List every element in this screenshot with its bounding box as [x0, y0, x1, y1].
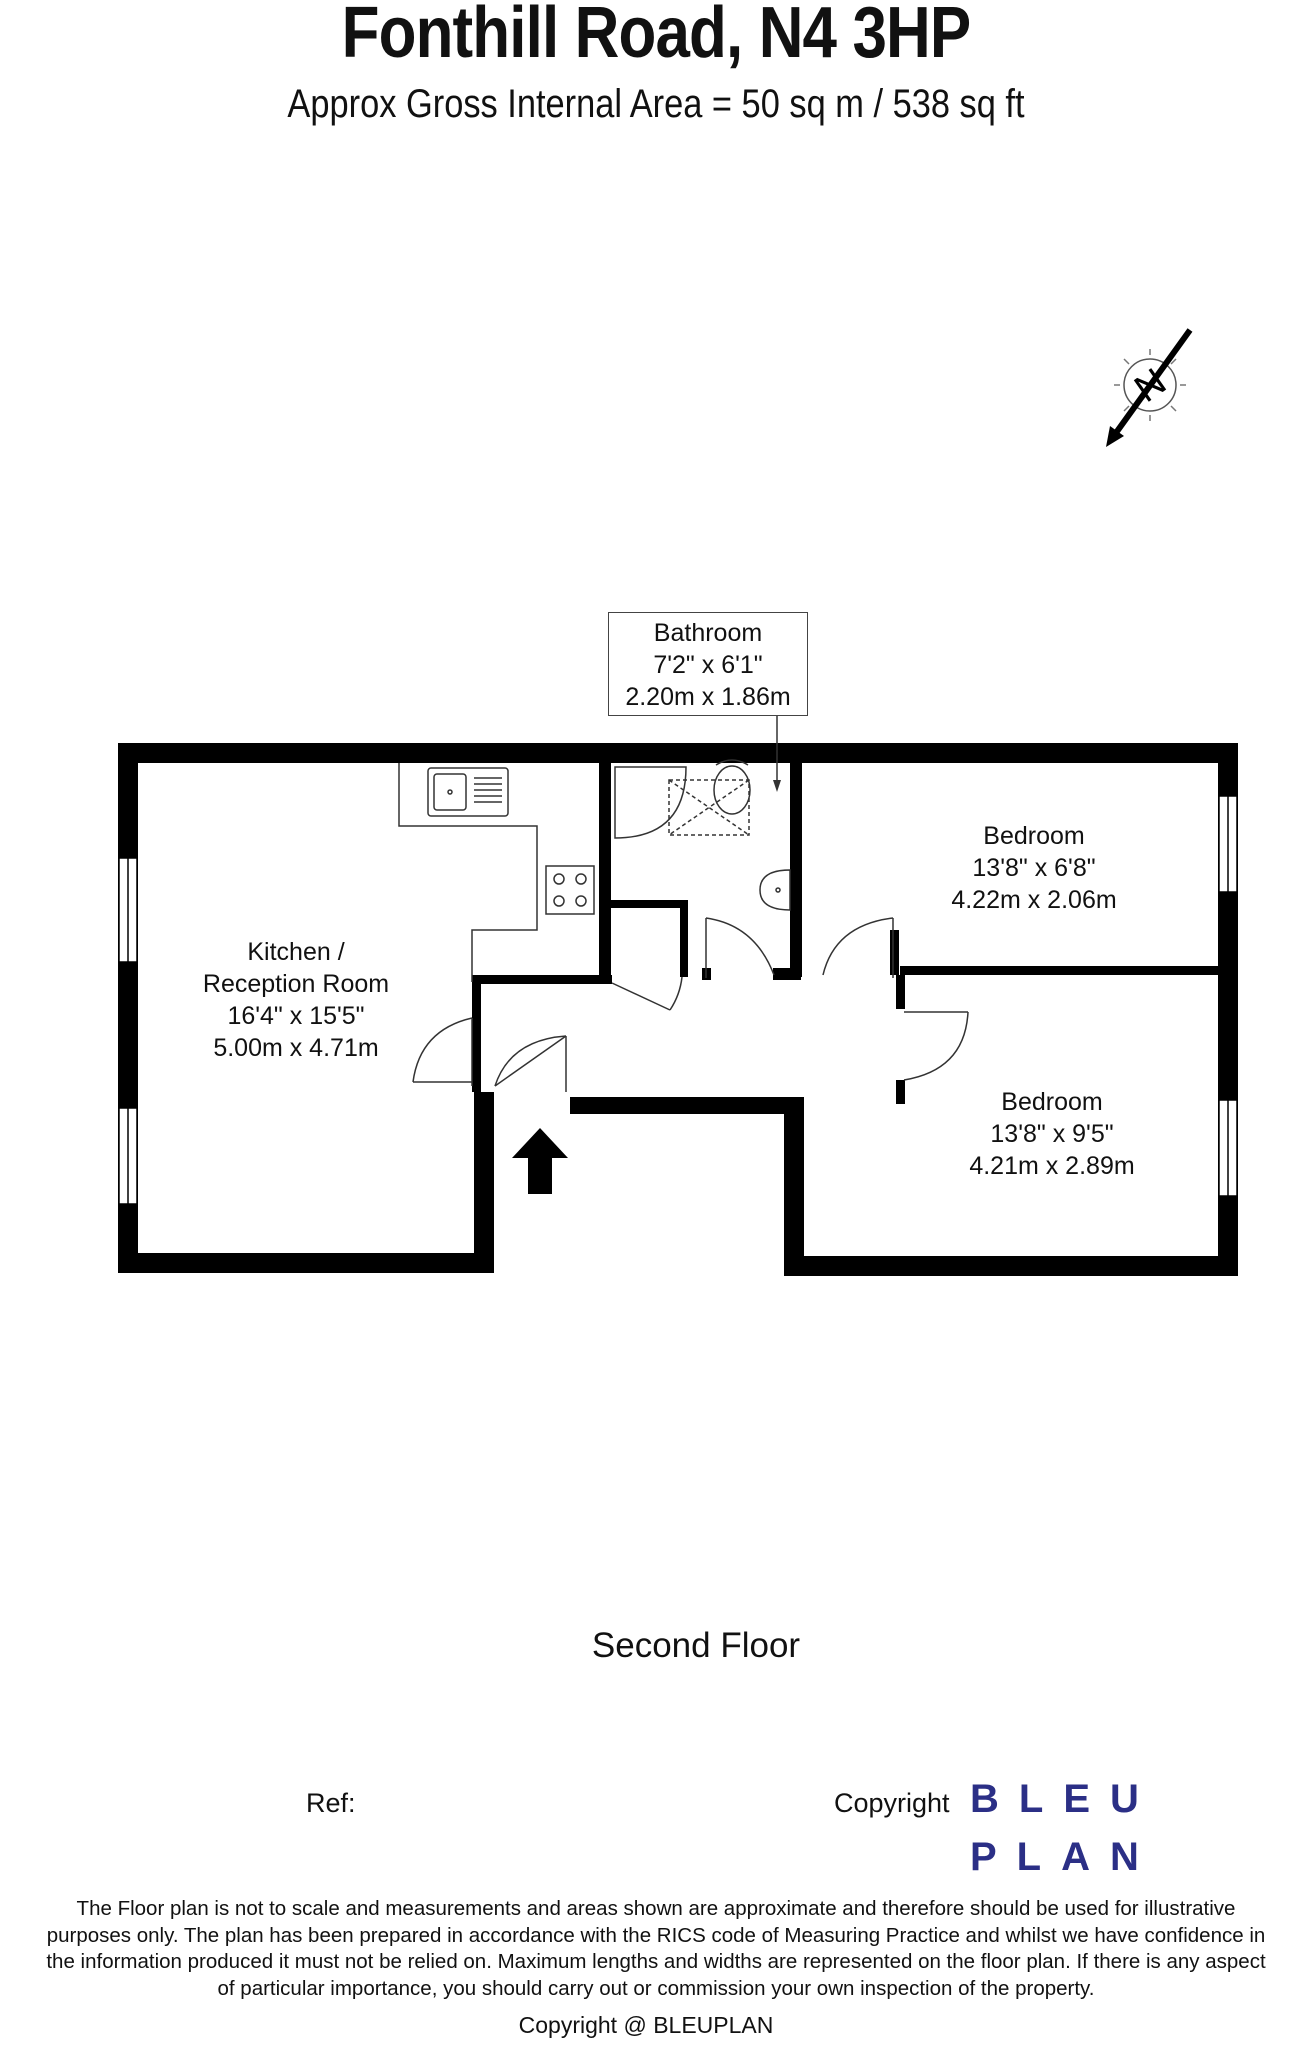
toilet-icon — [713, 759, 751, 815]
bedroom1-label: Bedroom 13'8" x 6'8" 4.22m x 2.06m — [930, 820, 1138, 916]
kitchen-label: Kitchen / Reception Room 16'4" x 15'5" 5… — [170, 936, 422, 1064]
ref-label: Ref: — [306, 1788, 356, 1818]
disclaimer: The Floor plan is not to scale and measu… — [0, 1896, 1312, 2002]
bedroom1-imperial: 13'8" x 6'8" — [972, 854, 1096, 882]
footer-copyright: Copyright @ BLEUPLAN — [518, 2012, 774, 2038]
kitchen-counter — [398, 763, 538, 982]
kitchen-imperial: 16'4" x 15'5" — [227, 1002, 365, 1030]
kitchen-name-line1: Kitchen / — [247, 938, 345, 966]
kitchen-metric: 5.00m x 4.71m — [213, 1034, 379, 1062]
compass-icon: N — [1106, 328, 1193, 447]
bathroom-name: Bathroom — [653, 619, 763, 647]
kitchen-name-line2: Reception Room — [202, 970, 390, 998]
basin-icon — [759, 869, 791, 911]
area-subtitle: Approx Gross Internal Area = 50 sq m / 5… — [287, 82, 1025, 126]
disclaimer-line: purposes only. The plan has been prepare… — [46, 1923, 1266, 1947]
entrance-arrow-icon — [512, 1128, 568, 1194]
floor-label: Second Floor — [591, 1626, 801, 1665]
bedroom1-name: Bedroom — [983, 822, 1085, 850]
doors — [412, 917, 969, 1092]
bedroom2-name: Bedroom — [1001, 1088, 1103, 1116]
bleuplan-logo: BLEU PLAN — [970, 1770, 1140, 1886]
logo-line2: PLAN — [970, 1835, 1159, 1879]
disclaimer-line: The Floor plan is not to scale and measu… — [76, 1897, 1236, 1920]
bedroom2-metric: 4.21m x 2.89m — [969, 1152, 1135, 1180]
bedroom2-imperial: 13'8" x 9'5" — [990, 1120, 1114, 1148]
disclaimer-line: the information produced it must not be … — [46, 1950, 1266, 1973]
bedroom1-metric: 4.22m x 2.06m — [951, 886, 1117, 914]
bathroom-metric: 2.20m x 1.86m — [625, 683, 791, 711]
disclaimer-line: of particular importance, you should car… — [217, 1976, 1095, 2000]
hob-icon — [545, 865, 595, 915]
bedroom2-label: Bedroom 13'8" x 9'5" 4.21m x 2.89m — [948, 1086, 1156, 1182]
bathroom-label: Bathroom 7'2" x 6'1" 2.20m x 1.86m — [608, 612, 808, 716]
bathroom-imperial: 7'2" x 6'1" — [653, 651, 763, 679]
page-title: Fonthill Road, N4 3HP — [341, 0, 972, 73]
sink-icon — [427, 767, 509, 817]
shower-icon — [614, 766, 750, 839]
windows — [118, 795, 1238, 1205]
bathroom-pointer — [773, 716, 781, 792]
copyright-label: Copyright — [834, 1788, 950, 1818]
logo-line1: BLEU — [970, 1777, 1159, 1821]
